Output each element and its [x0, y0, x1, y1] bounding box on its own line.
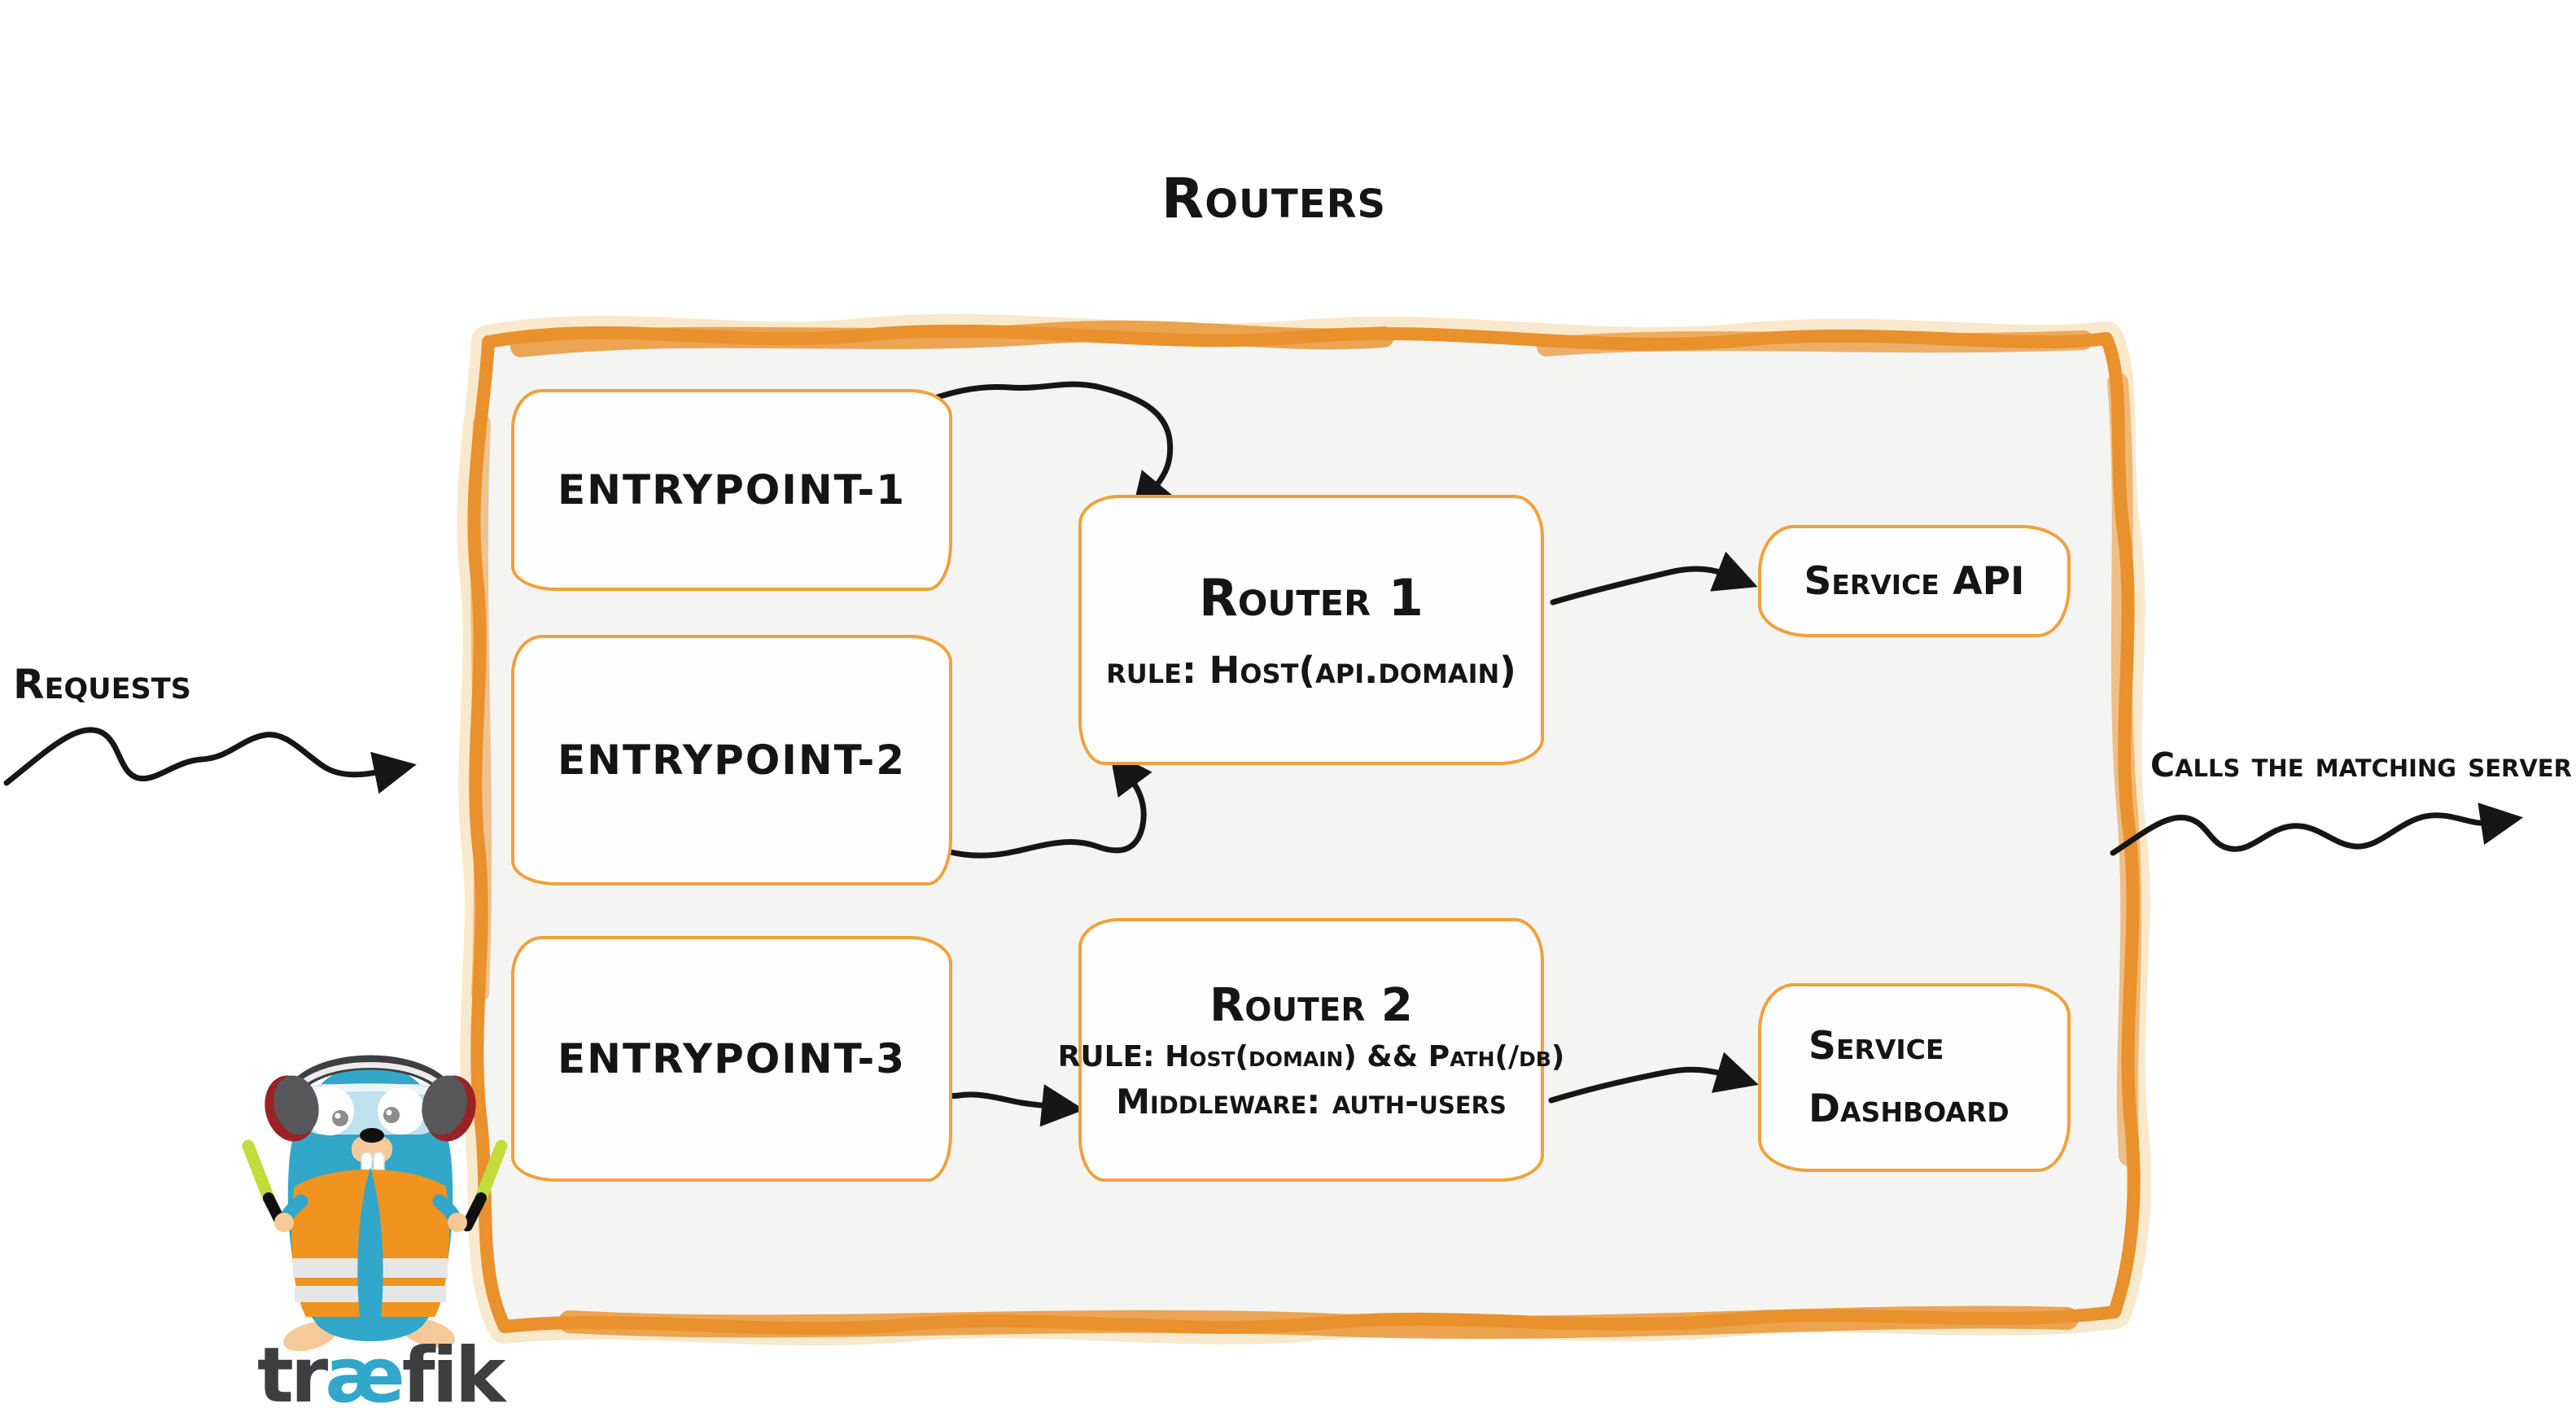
vest-opening [357, 1167, 383, 1317]
entrypoint-3-box: entrypoint-3 [511, 936, 952, 1182]
calls-matching-server-label: Calls the matching server [2150, 746, 2572, 785]
router-2-rule: RULE: Host(domain) && Path(/db) [1057, 1039, 1565, 1073]
calls-matching-server-arrow [2110, 802, 2524, 856]
arrows [3, 381, 2524, 1127]
gopher-hand [448, 1213, 467, 1232]
service-dashboard-label-line1: Service [1808, 1024, 1944, 1069]
router-2-name: Router 2 [1209, 978, 1413, 1032]
requests-label: Requests [13, 661, 191, 708]
entrypoint-2-label: entrypoint-2 [558, 737, 906, 784]
gopher-nose [360, 1128, 384, 1143]
wordmark-post: fik [401, 1331, 506, 1408]
traefik-gopher-mascot [242, 1055, 508, 1352]
router-1-name: Router 1 [1199, 568, 1424, 627]
router-2-middleware: Middleware: auth-users [1116, 1081, 1507, 1122]
traefik-wordmark: træfik [257, 1338, 505, 1408]
gopher-pupil [332, 1110, 348, 1126]
router2-to-service-dashboard-arrow [1548, 1052, 1759, 1104]
diagram-title: Routers [1161, 167, 1387, 231]
wordmark-ae: æ [325, 1331, 405, 1408]
requests-arrow [3, 727, 417, 794]
wordmark-pre: tr [257, 1331, 328, 1408]
entrypoint-3-label: entrypoint-3 [558, 1035, 906, 1082]
service-api-box: Service API [1758, 525, 2071, 637]
entrypoint-2-box: entrypoint-2 [511, 635, 952, 885]
service-api-label: Service API [1804, 558, 2025, 604]
router1-to-service-api-arrow [1550, 551, 1758, 606]
gopher-pupil [383, 1107, 400, 1123]
router-2-box: Router 2 RULE: Host(domain) && Path(/db)… [1058, 918, 1564, 1182]
service-dashboard-label-line2: Dashboard [1808, 1087, 2010, 1131]
entrypoint2-to-router1-arrow [910, 750, 1152, 859]
service-dashboard-box: Service Dashboard [1758, 983, 2071, 1172]
router-1-rule: rule: Host(api.domain) [1106, 649, 1516, 692]
headphone-cup [273, 1075, 319, 1135]
entrypoint-1-box: entrypoint-1 [511, 389, 952, 591]
entrypoint-1-label: entrypoint-1 [558, 466, 906, 514]
gopher-hand [274, 1213, 294, 1232]
headphone-cup [422, 1075, 467, 1135]
entrypoint1-to-router1-arrow [884, 381, 1175, 517]
router-1-box: Router 1 rule: Host(api.domain) [1078, 495, 1544, 765]
container-border-texture [470, 320, 2142, 1340]
